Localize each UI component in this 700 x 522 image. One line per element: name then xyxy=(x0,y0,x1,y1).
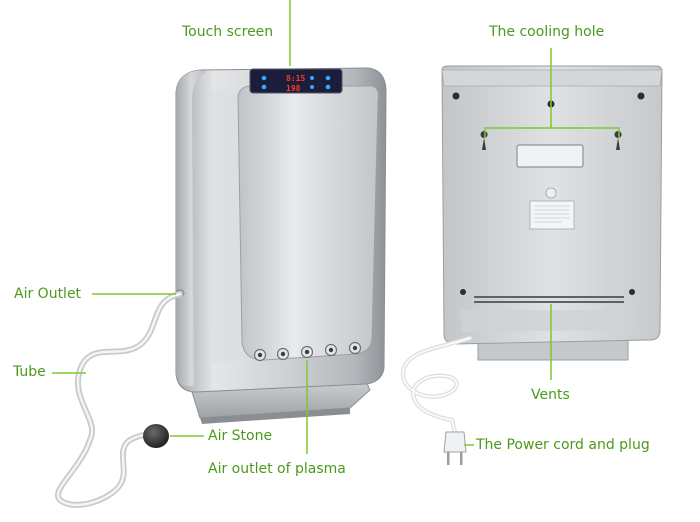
power-plug xyxy=(443,431,467,453)
touch-button-icon xyxy=(261,75,267,81)
label-seal xyxy=(545,187,557,199)
display-bottom-readout: 198 xyxy=(286,84,301,93)
leader-cooling-hole-bracket xyxy=(484,127,620,138)
handle-slot xyxy=(516,144,584,168)
plug-prong xyxy=(447,452,450,465)
rating-label xyxy=(529,200,575,230)
touch-button-icon xyxy=(261,84,267,90)
front-unit: 8:15 198 xyxy=(175,67,387,424)
air-stone xyxy=(143,424,169,448)
label-power-cord: The Power cord and plug xyxy=(476,437,650,453)
plasma-outlet xyxy=(348,341,362,355)
touch-button-icon xyxy=(310,76,314,80)
plasma-outlet xyxy=(276,347,290,361)
plasma-outlets xyxy=(253,341,362,362)
leader-lines xyxy=(52,0,620,454)
plasma-outlet xyxy=(324,343,338,357)
touch-button-icon xyxy=(325,75,331,81)
label-cooling-hole: The cooling hole xyxy=(489,24,605,40)
label-tube: Tube xyxy=(13,364,46,380)
tube-assembly xyxy=(55,291,183,508)
wall-hanger-hole xyxy=(614,131,622,150)
wall-hanger-hole xyxy=(480,131,488,150)
screw-hole xyxy=(629,289,635,295)
label-air-outlet-plasma: Air outlet of plasma xyxy=(208,461,346,477)
back-unit xyxy=(441,65,663,361)
label-air-outlet: Air Outlet xyxy=(14,286,82,302)
display-top-readout: 8:15 xyxy=(286,74,305,83)
label-touch-screen: Touch screen xyxy=(182,24,274,40)
screw-hole xyxy=(460,289,466,295)
screw-hole xyxy=(452,92,460,100)
touch-display: 8:15 198 xyxy=(249,68,343,94)
plasma-outlet xyxy=(300,345,314,359)
power-cord xyxy=(400,335,473,465)
touch-button-icon xyxy=(310,85,314,89)
plug-prong xyxy=(460,452,463,465)
screw-hole xyxy=(637,92,645,100)
label-vents: Vents xyxy=(531,387,570,403)
plasma-outlet xyxy=(253,348,267,362)
vent-grille xyxy=(474,296,624,303)
touch-button-icon xyxy=(325,84,331,90)
label-air-stone: Air Stone xyxy=(208,428,273,444)
